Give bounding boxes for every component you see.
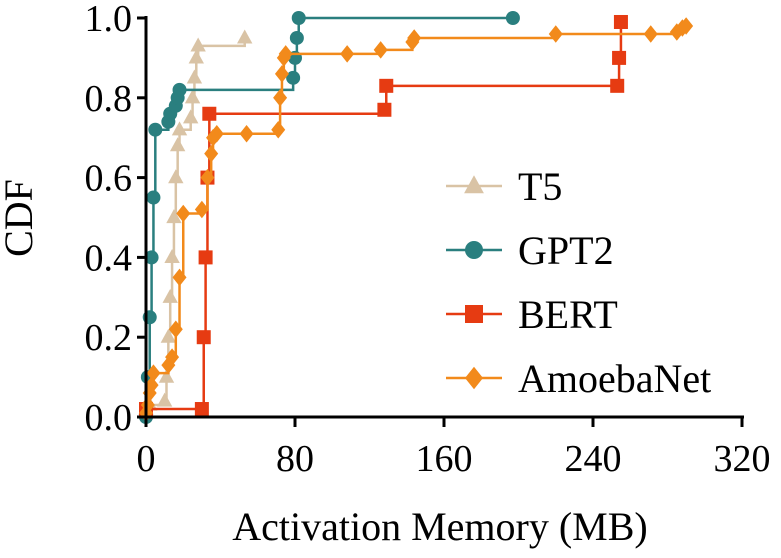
- series-t5: [138, 29, 253, 415]
- t5-point: [158, 368, 175, 383]
- bert-point: [202, 106, 217, 121]
- y-tick-label: 0.2: [85, 317, 133, 359]
- gpt2-point: [286, 70, 301, 85]
- x-tick-label: 160: [416, 438, 473, 480]
- gpt2-point: [289, 30, 304, 45]
- x-tick-label: 240: [565, 438, 622, 480]
- amoebanet-point: [373, 41, 388, 59]
- amoebanet-point: [274, 65, 289, 83]
- series-amoebanet: [139, 17, 694, 422]
- t5-point: [162, 288, 178, 303]
- legend-triangle-icon: [464, 175, 484, 194]
- amoebanet-line: [146, 25, 688, 415]
- amoebanet-point: [144, 376, 159, 394]
- legend-item-bert: BERT: [446, 292, 618, 337]
- gpt2-point: [148, 122, 163, 137]
- amoebanet-point: [200, 168, 215, 187]
- legend-item-t5: T5: [446, 164, 562, 209]
- t5-point: [156, 392, 173, 407]
- tick-labels: 0.0 0.2 0.4 0.6 0.8 1.0 0 80 160 240 320: [85, 0, 771, 480]
- y-tick-label: 0.0: [85, 397, 133, 439]
- x-tick-label: 80: [276, 438, 314, 480]
- gpt2-line: [146, 16, 513, 419]
- gpt2-point: [505, 11, 520, 25]
- t5-point: [190, 37, 206, 52]
- y-tick-label: 0.6: [85, 158, 133, 200]
- t5-point: [168, 169, 184, 184]
- amoebanet-point: [278, 45, 293, 63]
- gpt2-point: [146, 190, 161, 205]
- y-axis-title: CDF: [0, 179, 41, 257]
- legend-label: AmoebaNet: [518, 356, 711, 401]
- bert-point: [379, 78, 394, 93]
- amoebanet-point: [679, 17, 694, 35]
- y-tick-label: 0.4: [85, 237, 133, 279]
- bert-point: [194, 402, 209, 417]
- bert-point: [196, 330, 211, 345]
- amoebanet-point: [176, 204, 191, 223]
- t5-point: [186, 69, 203, 84]
- x-tick-label: 0: [137, 438, 156, 480]
- axes: [137, 16, 744, 427]
- y-tick-label: 1.0: [85, 0, 133, 40]
- legend-square-icon: [465, 305, 483, 323]
- t5-point: [184, 89, 201, 104]
- t5-point: [164, 249, 180, 263]
- gpt2-point: [291, 11, 306, 25]
- amoebanet-point: [643, 25, 658, 43]
- amoebanet-point: [168, 320, 183, 338]
- t5-line: [146, 37, 246, 411]
- amoebanet-point: [165, 348, 180, 366]
- bert-point: [377, 102, 392, 117]
- t5-point: [160, 328, 177, 343]
- bert-point: [610, 78, 625, 93]
- amoebanet-point: [548, 25, 563, 43]
- x-axis-title: Activation Memory (MB): [232, 504, 648, 549]
- t5-point: [171, 121, 188, 136]
- t5-point: [183, 109, 199, 124]
- legend-diamond-icon: [465, 366, 483, 390]
- amoebanet-point: [194, 200, 209, 219]
- amoebanet-point: [204, 144, 219, 163]
- bert-point: [612, 50, 627, 65]
- legend-item-gpt2: GPT2: [446, 228, 614, 273]
- amoebanet-point: [340, 45, 355, 63]
- amoebanet-point: [273, 89, 288, 107]
- x-tick-label: 320: [714, 438, 771, 480]
- amoebanet-point: [140, 396, 155, 414]
- legend-item-amoebanet: AmoebaNet: [446, 356, 711, 401]
- legend-label: T5: [518, 164, 562, 209]
- gpt2-point: [144, 250, 159, 265]
- y-tick-label: 0.8: [85, 78, 133, 120]
- legend-circle-icon: [465, 241, 483, 259]
- t5-point: [237, 29, 253, 44]
- legend-label: BERT: [518, 292, 618, 337]
- gpt2-point: [172, 82, 187, 97]
- amoebanet-point: [239, 124, 254, 143]
- amoebanet-point: [146, 364, 161, 382]
- amoebanet-point: [407, 29, 422, 47]
- t5-point: [188, 49, 204, 64]
- t5-point: [166, 209, 182, 224]
- amoebanet-point: [271, 120, 286, 139]
- bert-point: [198, 250, 213, 265]
- t5-point: [169, 137, 186, 152]
- amoebanet-point: [209, 124, 224, 143]
- legend-label: GPT2: [518, 228, 614, 273]
- bert-point: [613, 14, 628, 29]
- amoebanet-point: [172, 268, 187, 287]
